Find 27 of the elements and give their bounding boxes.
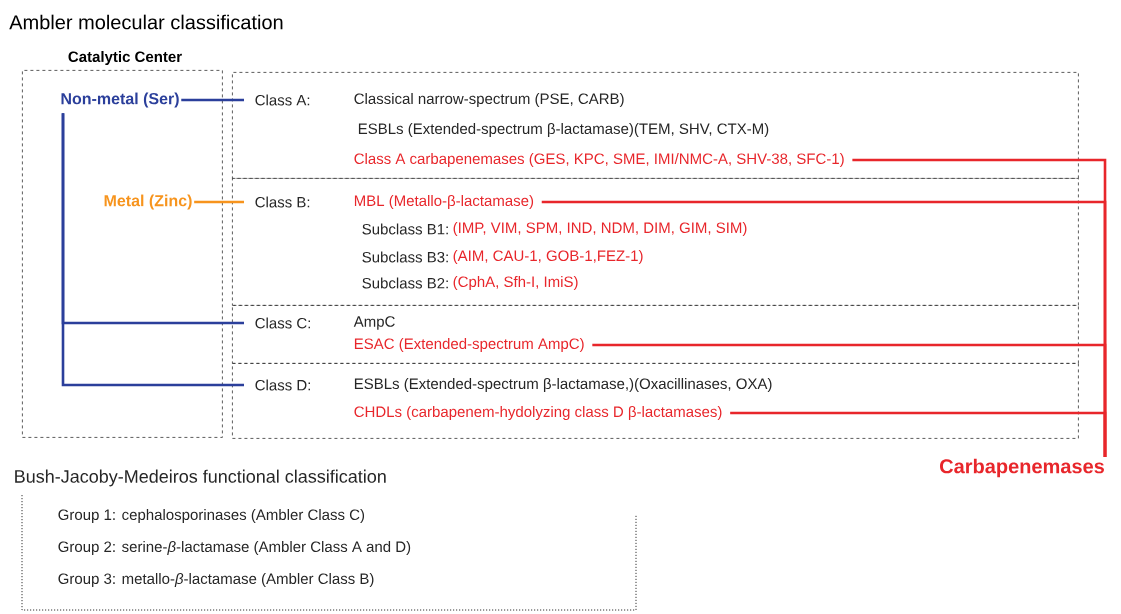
node-label: Class B: bbox=[255, 196, 310, 208]
node-label: ESBLs (Extended-spectrum β-lactamase)(TEM, SHV, CTX-M) bbox=[358, 123, 769, 137]
title: Ambler molecular classification bbox=[9, 14, 283, 30]
node-label: Class A: bbox=[255, 94, 310, 106]
node-label: Subclass B3: bbox=[362, 251, 448, 263]
carbapenemase-text: CHDLs (carbapenem-hydolyzing class D β-lactamases) bbox=[354, 406, 722, 420]
carbapenemases-label: Carbapenemases bbox=[940, 458, 1104, 478]
connector-line bbox=[194, 200, 244, 204]
carbapenemase-text: Class A carbapenemases (GES, KPC, SME, IMI/NMC-A, SHV-38, SFC-1) bbox=[354, 153, 844, 167]
node-label: (AIM, CAU-1, GOB-1,FEZ-1) bbox=[453, 250, 643, 264]
node-label: Classical narrow-spectrum (PSE, CARB) bbox=[354, 93, 624, 107]
catalytic-center-label: Metal (Zinc) bbox=[104, 194, 192, 210]
connector-line bbox=[61, 113, 244, 387]
node-label: ESBLs (Extended-spectrum β-lactamase,)(Oxacillinases, OXA) bbox=[354, 378, 772, 392]
connector-line bbox=[181, 98, 244, 102]
carbapenemase-text: MBL (Metallo-β-lactamase) bbox=[354, 195, 534, 209]
node-label: (CphA, Sfh-I, ImiS) bbox=[453, 276, 578, 290]
node-label: (IMP, VIM, SPM, IND, NDM, DIM, GIM, SIM) bbox=[453, 222, 747, 236]
node-label: AmpC bbox=[353, 316, 395, 330]
group-list-panel: Bush-Jacoby-Medeiros functional classification Group 1: cephalosporinases (Ambler Class C) Group 2: serine-β-lactamase (Ambler Class A and D) Group 3: metallo-β-lactamase (Ambler Class B) bbox=[15, 469, 637, 611]
node-label: Class D: bbox=[255, 379, 310, 391]
connector-line bbox=[730, 411, 1107, 457]
node-label: Subclass B1: bbox=[362, 223, 448, 235]
carbapenemase-text: ESAC (Extended-spectrum AmpC) bbox=[354, 338, 584, 352]
catalytic-center-label: Non-metal (Ser) bbox=[61, 92, 179, 108]
node-label: Subclass B2: bbox=[362, 277, 448, 289]
node-label: Class C: bbox=[255, 317, 310, 329]
